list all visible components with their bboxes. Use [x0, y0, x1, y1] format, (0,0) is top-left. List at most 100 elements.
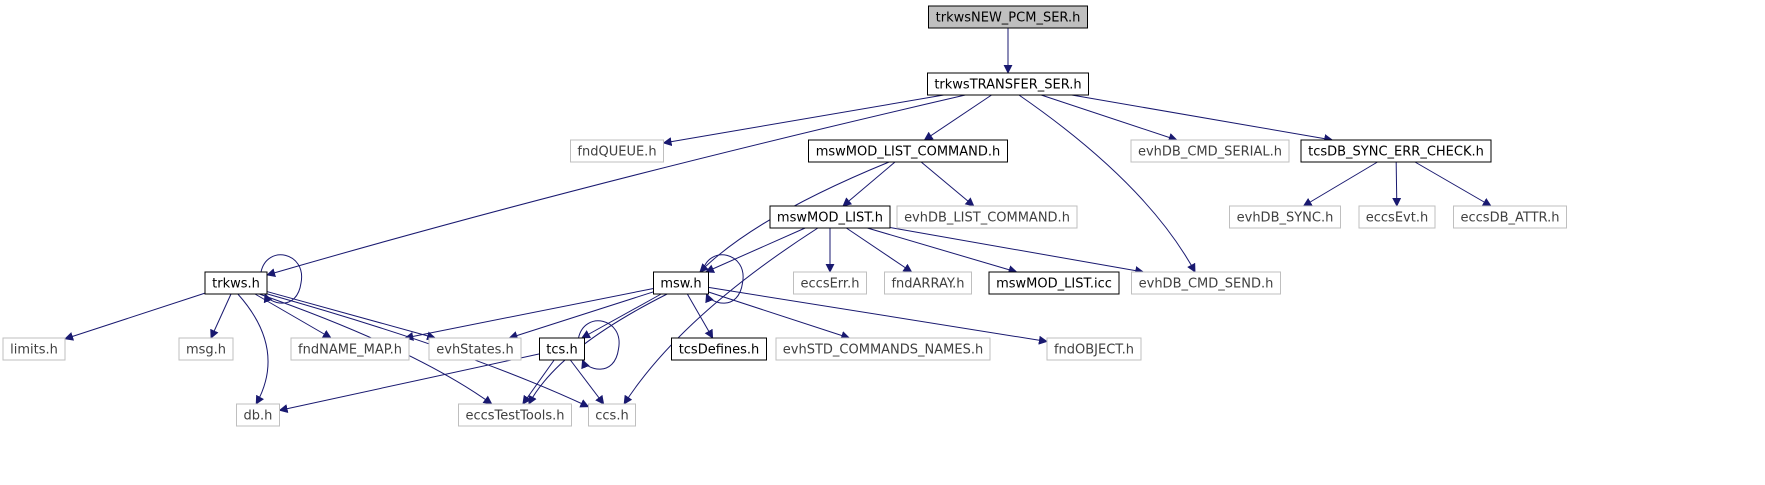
edge-modlist-to-evhcmdsend [889, 227, 1145, 276]
node-label: tcsDefines.h [679, 343, 760, 358]
node-ccs: ccs.h [588, 403, 636, 427]
node-label: eccsTestTools.h [465, 409, 564, 424]
node-label: mswMOD_LIST.h [777, 211, 883, 226]
edge-modlistcmd-to-evhlistcmd [920, 161, 975, 207]
node-evhstd: evhSTD_COMMANDS_NAMES.h [775, 337, 991, 361]
edge-transfer-to-trkws [266, 94, 966, 278]
node-label: evhSTD_COMMANDS_NAMES.h [783, 343, 983, 358]
edge-trkws-to-trkws [260, 254, 303, 304]
node-root[interactable]: trkwsNEW_PCM_SER.h [928, 5, 1088, 29]
node-fndnamemap: fndNAME_MAP.h [290, 337, 410, 361]
node-box [884, 271, 972, 295]
node-label: eccsErr.h [801, 277, 860, 292]
edge-modlist-to-msw [705, 227, 806, 273]
edge-modlistcmd-to-modlist [842, 161, 896, 207]
node-label: tcs.h [546, 343, 577, 358]
node-tcs[interactable]: tcs.h [539, 337, 585, 361]
edge-tcs-to-tcs [578, 320, 620, 370]
node-label: tcsDB_SYNC_ERR_CHECK.h [1308, 145, 1484, 160]
node-label: msg.h [186, 343, 226, 358]
node-evhcmdsend: evhDB_CMD_SEND.h [1131, 271, 1281, 295]
edge-msw-to-msw [702, 254, 744, 304]
node-box [178, 337, 234, 361]
node-label: evhDB_LIST_COMMAND.h [904, 211, 1070, 226]
node-box [1453, 205, 1567, 229]
node-fndqueue: fndQUEUE.h [570, 139, 664, 163]
node-label: mswMOD_LIST_COMMAND.h [816, 145, 1001, 160]
node-box [428, 337, 522, 361]
edge-msw-to-evhstd [708, 291, 851, 340]
node-box [539, 337, 585, 361]
node-label: trkws.h [212, 277, 260, 292]
node-label: mswMOD_LIST.icc [996, 277, 1112, 292]
node-label: evhDB_CMD_SERIAL.h [1138, 145, 1282, 160]
node-label: ccs.h [595, 409, 628, 424]
node-msg: msg.h [178, 337, 234, 361]
node-eccserr: eccsErr.h [793, 271, 867, 295]
node-evhcmdserial: evhDB_CMD_SERIAL.h [1130, 139, 1290, 163]
node-label: evhDB_CMD_SEND.h [1139, 277, 1274, 292]
edge-tcs-to-eccstesttools [522, 359, 555, 405]
edge-msw-to-tcsdefines [686, 293, 714, 339]
node-box [1130, 139, 1290, 163]
node-evhstates: evhStates.h [428, 337, 522, 361]
edge-modlist-to-modlisticc [867, 227, 1018, 275]
node-box [1358, 205, 1436, 229]
edge-transfer-to-modlistcmd [923, 94, 992, 141]
node-box [896, 205, 1078, 229]
node-label: fndARRAY.h [891, 277, 964, 292]
node-box [808, 139, 1008, 163]
edge-tcs-to-db [278, 353, 540, 414]
edge-msw-to-fndobject [708, 286, 1048, 345]
edge-trkws-to-evhstates [266, 291, 437, 341]
node-eccstesttools: eccsTestTools.h [458, 403, 572, 427]
node-label: db.h [244, 409, 273, 424]
node-label: fndOBJECT.h [1054, 343, 1134, 358]
edge-trkws-to-db [237, 293, 269, 405]
node-transfer[interactable]: trkwsTRANSFER_SER.h [927, 72, 1089, 96]
node-box [458, 403, 572, 427]
node-box [1046, 337, 1142, 361]
node-box [671, 337, 767, 361]
node-box [1131, 271, 1281, 295]
node-box [236, 403, 280, 427]
node-box [570, 139, 664, 163]
node-box [927, 72, 1089, 96]
edge-trkws-to-limits [64, 292, 206, 341]
edge-tcssync-to-eccsattr [1414, 161, 1492, 207]
node-box [988, 271, 1120, 295]
node-box [769, 205, 891, 229]
node-fndarray: fndARRAY.h [884, 271, 972, 295]
edge-trkws-to-fndnamemap [254, 293, 332, 339]
edge-modlist-to-fndarray [846, 227, 913, 273]
node-modlisticc[interactable]: mswMOD_LIST.icc [988, 271, 1120, 295]
node-label: msw.h [660, 277, 701, 292]
node-tcsdefines[interactable]: tcsDefines.h [671, 337, 767, 361]
node-msw[interactable]: msw.h [653, 271, 709, 295]
edge-transfer-to-tcssync [1071, 94, 1334, 144]
edge-tcs-to-ccs [569, 359, 605, 405]
node-trkws[interactable]: trkws.h [204, 271, 268, 295]
node-modlist[interactable]: mswMOD_LIST.h [769, 205, 891, 229]
edge-msw-to-fndnamemap [404, 287, 654, 341]
node-tcssync[interactable]: tcsDB_SYNC_ERR_CHECK.h [1300, 139, 1492, 163]
node-label: fndNAME_MAP.h [298, 343, 402, 358]
edge-modlist-to-ccs [623, 227, 819, 405]
node-evhlistcmd: evhDB_LIST_COMMAND.h [896, 205, 1078, 229]
node-eccsattr: eccsDB_ATTR.h [1453, 205, 1567, 229]
node-box [290, 337, 410, 361]
node-label: trkwsNEW_PCM_SER.h [936, 11, 1081, 26]
node-box [204, 271, 268, 295]
edge-trkws-to-msg [210, 293, 232, 339]
node-modlistcmd[interactable]: mswMOD_LIST_COMMAND.h [808, 139, 1008, 163]
node-label: fndQUEUE.h [577, 145, 656, 160]
edge-transfer-to-evhcmdserial [1041, 94, 1178, 142]
node-label: limits.h [10, 343, 58, 358]
node-box [653, 271, 709, 295]
node-box [2, 337, 66, 361]
node-box [1300, 139, 1492, 163]
edge-transfer-to-fndqueue [662, 94, 944, 147]
node-fndobject: fndOBJECT.h [1046, 337, 1142, 361]
node-label: eccsDB_ATTR.h [1461, 211, 1560, 226]
node-eccsevt: eccsEvt.h [1358, 205, 1436, 229]
